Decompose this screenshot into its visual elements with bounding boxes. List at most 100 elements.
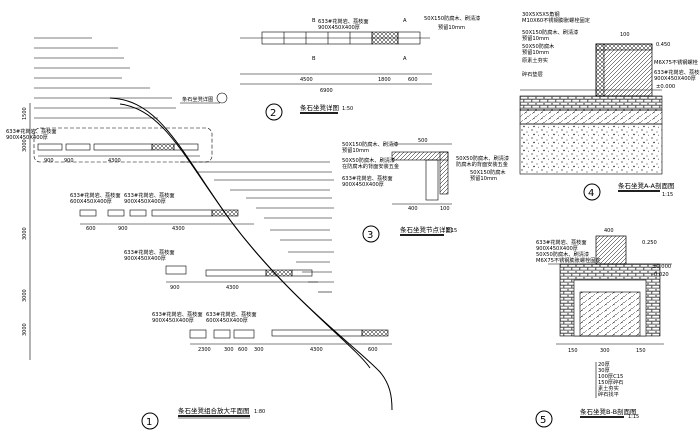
plan-label-a-size: 900X450X400厚 — [6, 134, 48, 141]
sb-dim-b: 300 — [600, 348, 610, 354]
view-1-number: 1 — [146, 417, 152, 428]
view-2-scale: 1:50 — [342, 106, 353, 112]
plan-label-a: 633#花岗岩、荔枝面 — [6, 127, 57, 135]
plan-label-f: 633#花岗岩、荔枝面 — [206, 310, 257, 318]
plan-label-e-size: 900X450X400厚 — [152, 317, 194, 324]
plan-view: 900 900 4300 600 900 4300 900 4300 — [6, 37, 393, 430]
dim-r2a: 600 — [86, 226, 96, 232]
plan-label-c: 633#花岗岩、荔枝面 — [124, 191, 175, 199]
sb-layer-notes: 20厚 30厚 100厚C15 150厚碎石 素土夯实 碎石找平 — [595, 361, 623, 398]
sa-l3: 50X150防腐木、刷清漆 — [522, 28, 578, 36]
detail-label-r2b: 预留10mm — [470, 174, 497, 182]
elev-label-wood2: 预留10mm — [438, 23, 465, 31]
view-3-scale: 1:15 — [446, 228, 457, 234]
detail-label-l3b: 900X450X400厚 — [342, 181, 384, 188]
dim-r4e: 4300 — [310, 347, 323, 353]
view-3-caption: 条石坐凳节点详图 — [400, 225, 452, 234]
plan-highlight-box — [33, 127, 213, 163]
sa-l5: 50X50防腐木 — [522, 42, 555, 50]
section-a-cushion — [519, 109, 663, 125]
detail-side-wood — [439, 151, 449, 195]
elevation-view: 633#花岗岩、荔枝面 900X450X400厚 50X150防腐木、刷清漆 预… — [240, 14, 480, 121]
view-5-caption: 条石坐凳B-B剖面图 — [580, 407, 637, 416]
sa-l8: 碎石垫层 — [522, 70, 543, 78]
view-1-caption: 条石坐凳组合放大平面图 — [178, 406, 250, 415]
sa-l1: 30X5X5X5角钢 — [522, 10, 560, 18]
plan-label-e: 633#花岗岩、荔枝面 — [152, 310, 203, 318]
dim-r4a: 2300 — [198, 347, 211, 353]
dim-r1a: 900 — [44, 158, 54, 164]
plan-step-lines — [34, 37, 334, 293]
section-a-gravel — [519, 123, 663, 175]
detail-dim-top: 500 — [418, 138, 428, 144]
view-5-number-circle — [535, 410, 553, 428]
section-a-base — [519, 95, 663, 111]
plan-label-c-size: 900X450X400厚 — [124, 198, 166, 205]
sb-b1: 20厚 — [598, 361, 610, 368]
view-4-number: 4 — [588, 188, 594, 199]
plan-ref-circle — [216, 92, 228, 104]
sb-l3: 50X50防腐木、刷清漆 — [536, 250, 589, 258]
dim-v4: 3000 — [22, 323, 28, 336]
sb-dim-c: 150 — [636, 348, 646, 354]
sb-l4: M6X75不锈钢膨胀螺栓固定 — [536, 256, 601, 264]
bench-row-2: 600 900 4300 — [79, 209, 254, 232]
elev-dim-3: 600 — [408, 77, 418, 83]
view-4-scale: 1:15 — [662, 192, 673, 198]
elev-dim-total: 6900 — [320, 88, 333, 94]
detail-top-wood — [391, 151, 449, 161]
sb-b5: 素土夯实 — [598, 384, 619, 392]
elev-label-wood: 50X150防腐木、刷清漆 — [424, 14, 480, 22]
sa-r1: M6X75不锈钢螺栓 — [654, 58, 699, 66]
dim-v1: 3000 — [22, 139, 28, 152]
sa-dim-lvl: 0.450 — [656, 42, 670, 48]
plan-vertical-dims: 3000 3000 3000 3000 1500 — [22, 107, 28, 336]
detail-label-l2: 50X50防腐木、刷清漆 — [342, 156, 395, 164]
dim-r2c: 4300 — [172, 226, 185, 232]
dim-r1b: 900 — [64, 158, 74, 164]
dim-v5: 1500 — [22, 107, 28, 120]
view-2-number-circle — [265, 103, 283, 121]
detail-view: 500 400 100 50X150防腐木、刷清漆 预留10mm 50X50防腐… — [342, 138, 509, 243]
sa-l2: M10X60不锈钢膨胀螺栓固定 — [522, 16, 590, 24]
elev-label-stone-size: 900X450X400厚 — [318, 24, 360, 31]
dim-r4d: 300 — [254, 347, 264, 353]
sa-dim-top: 100 — [620, 32, 630, 38]
section-mark-b1: B — [312, 18, 316, 24]
section-a-view: 30X5X5X5角钢 M10X60不锈钢膨胀螺栓固定 50X150防腐木、刷清漆… — [519, 10, 700, 201]
plan-label-b: 633#花岗岩、荔枝面 — [70, 191, 121, 199]
section-b-view: 150 300 150 400 633#花岗岩、荔枝面 900X450X400厚… — [535, 228, 672, 428]
detail-label-l1b: 预留10mm — [342, 146, 369, 154]
view-1-scale: 1:80 — [254, 409, 265, 415]
detail-label-l2b: 在防腐木的背面安装五金 — [342, 162, 400, 170]
dim-v3: 3000 — [22, 289, 28, 302]
sb-r3: -0.020 — [652, 272, 669, 278]
elevation-wood-block — [371, 31, 399, 45]
detail-dim-right: 100 — [440, 206, 450, 212]
dim-r4f: 600 — [368, 347, 378, 353]
section-mark-a2: A — [403, 56, 407, 62]
view-1-number-circle — [141, 412, 159, 430]
elev-dim-2: 1800 — [378, 77, 391, 83]
sb-b2: 30厚 — [598, 367, 610, 374]
sa-l7: 原素土夯实 — [522, 56, 548, 64]
plan-label-d: 633#花岗岩、荔枝面 — [124, 248, 175, 256]
view-4-caption: 条石坐凳A-A剖面图 — [618, 181, 674, 190]
sa-r4: ±0.000 — [656, 84, 675, 90]
section-mark-b2: B — [312, 56, 316, 62]
detail-label-r2: 50X150防腐木 — [470, 168, 506, 176]
bench-row-4: 2300 300 600 300 4300 600 — [189, 329, 392, 353]
elev-label-stone: 633#花岗岩、荔枝面 — [318, 17, 369, 25]
dim-v2: 3000 — [22, 227, 28, 240]
detail-label-l3: 633#花岗岩、荔枝面 — [342, 174, 393, 182]
view-4-number-circle — [583, 183, 601, 201]
view-2-number: 2 — [270, 108, 276, 119]
detail-label-r1: 50X50防腐木、刷清漆 — [456, 154, 509, 162]
detail-dim-left: 400 — [408, 206, 418, 212]
view-5-scale: 1:15 — [628, 414, 639, 420]
section-a-stone — [595, 43, 653, 97]
sa-r3: 900X450X400厚 — [654, 75, 696, 82]
sb-l2: 900X450X400厚 — [536, 245, 578, 252]
